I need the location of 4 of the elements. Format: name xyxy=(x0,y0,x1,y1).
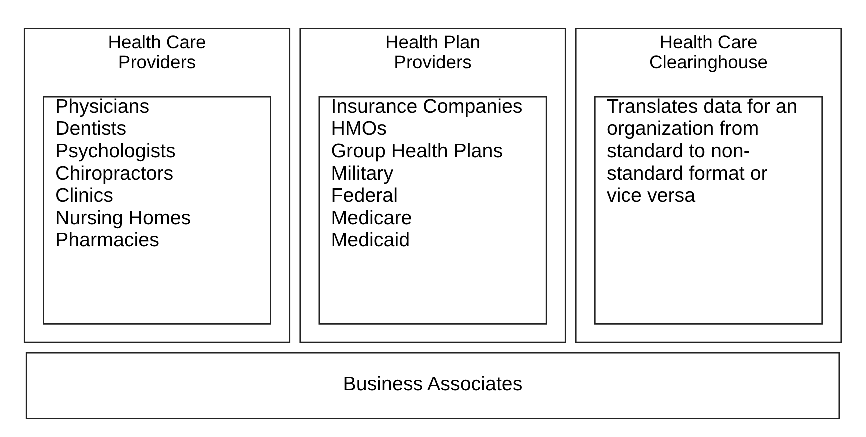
node-box: Translates data for an organization from standard to non-standard format or vice versa xyxy=(594,96,823,325)
node-box: Business Associates xyxy=(26,352,840,420)
node-box: Insurance Companies HMOs Group Health Plans Military Federal Medicare Medicaid xyxy=(318,96,548,325)
node-box: Physicians Dentists Psychologists Chiropractors Clinics Nursing Homes Pharmacies xyxy=(43,96,272,325)
